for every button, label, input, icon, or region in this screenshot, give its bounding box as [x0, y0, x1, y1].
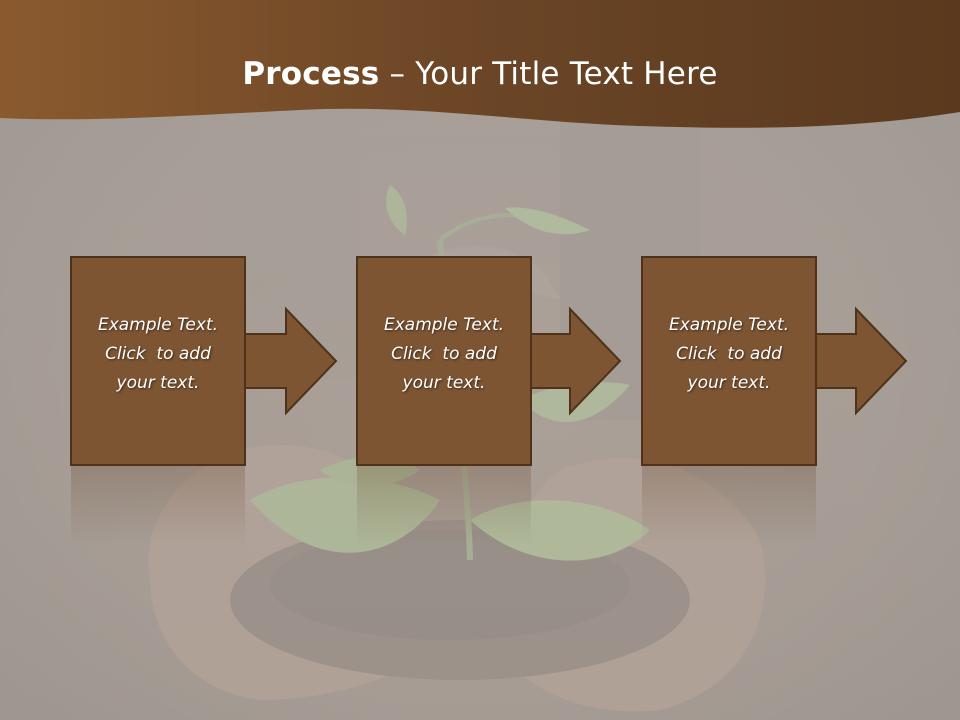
step-text-line: your text. — [116, 373, 200, 393]
step-box-2 — [356, 256, 532, 466]
title-rest-text: – Your Title Text Here — [379, 56, 718, 92]
title-bold-text: Process — [242, 56, 380, 92]
step-text-line: Click to add — [676, 344, 782, 364]
step-box-reflection — [357, 466, 531, 546]
arrow-connector-2 — [529, 306, 622, 416]
step-box-reflection — [642, 466, 816, 546]
step-text-line: your text. — [402, 373, 486, 393]
step-text-2[interactable]: Example Text. Click to add your text. — [357, 311, 531, 398]
header-band — [0, 0, 960, 128]
step-text-line: Example Text. — [97, 315, 219, 335]
step-box-1 — [70, 256, 246, 466]
arrow-connector-1 — [243, 306, 338, 416]
arrow-connector-3 — [814, 306, 908, 416]
step-text-line: your text. — [687, 373, 771, 393]
step-box-reflection — [71, 466, 245, 546]
step-text-line: Click to add — [105, 344, 211, 364]
step-text-line: Click to add — [391, 344, 497, 364]
step-box-3 — [641, 256, 817, 466]
step-text-line: Example Text. — [383, 315, 505, 335]
step-text-line: Example Text. — [668, 315, 790, 335]
step-text-1[interactable]: Example Text. Click to add your text. — [71, 311, 245, 398]
step-text-3[interactable]: Example Text. Click to add your text. — [642, 311, 816, 398]
slide-title[interactable]: Process – Your Title Text Here — [0, 52, 960, 96]
